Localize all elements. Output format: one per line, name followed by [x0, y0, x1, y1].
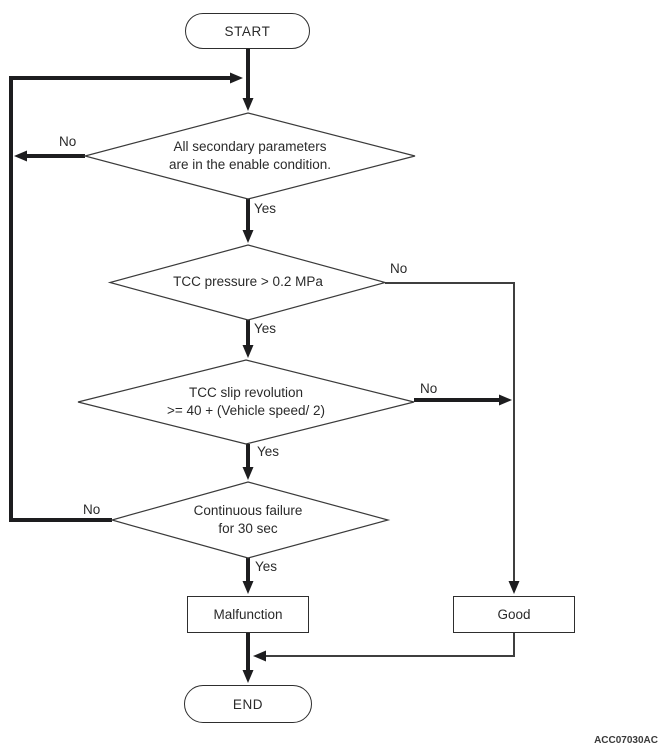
end-label: END: [232, 696, 264, 712]
arrowheads: [14, 72, 520, 683]
start-node: START: [185, 13, 310, 49]
arrow-good-merge: [253, 650, 266, 662]
decision-1-text: All secondary parameters are in the enab…: [169, 138, 331, 174]
edge-good-to-merge: [264, 633, 515, 657]
arrow-d3-no: [499, 394, 512, 406]
decision-2-line1: TCC pressure > 0.2 MPa: [173, 274, 323, 290]
figure-code: ACC07030AC: [594, 735, 658, 746]
decision-2-diamond: [107, 244, 388, 321]
decision-1-diamond: [82, 112, 416, 200]
arrow-into-d3: [242, 345, 254, 358]
arrow-into-malfunction: [242, 581, 254, 594]
branch-label-d2-no: No: [390, 261, 408, 276]
arrow-into-d2: [242, 230, 254, 243]
arrow-into-d4: [242, 467, 254, 480]
branch-label-d1-no: No: [59, 134, 77, 149]
decision-4-text: Continuous failure for 30 sec: [194, 502, 303, 538]
branch-label-d1-yes: Yes: [254, 201, 277, 216]
arrow-loop-merge: [230, 72, 243, 84]
decision-1-line1: All secondary parameters: [173, 139, 327, 155]
branch-label-d4-yes: Yes: [255, 559, 278, 574]
arrow-into-d1: [242, 98, 254, 111]
thin-connectors: [264, 282, 515, 657]
branch-label-d3-no: No: [420, 381, 438, 396]
decision-3-line1: TCC slip revolution: [188, 385, 304, 401]
end-node: END: [184, 685, 312, 723]
decision-3-text: TCC slip revolution >= 40 + (Vehicle spe…: [167, 384, 325, 420]
decision-2-text: TCC pressure > 0.2 MPa: [173, 273, 323, 291]
decision-4-line1: Continuous failure: [193, 503, 303, 519]
start-label: START: [224, 23, 271, 39]
arrow-into-end: [242, 670, 254, 683]
decision-4-line2: for 30 sec: [218, 521, 278, 536]
malfunction-label: Malfunction: [213, 607, 283, 622]
arrow-into-good: [508, 581, 520, 594]
branch-label-d3-yes: Yes: [257, 444, 280, 459]
decision-1-line2: are in the enable condition.: [168, 157, 332, 172]
arrow-d1-no: [14, 150, 27, 162]
decision-3-diamond: [77, 359, 415, 445]
edge-loop-back-rail: [9, 76, 232, 522]
good-node: Good: [453, 596, 575, 633]
thick-connectors: [9, 48, 501, 672]
malfunction-node: Malfunction: [187, 596, 309, 633]
decision-4-diamond: [109, 481, 391, 559]
edge-d2-no-to-good: [385, 282, 515, 583]
decision-3-line2: >= 40 + (Vehicle speed/ 2): [167, 403, 325, 418]
branch-label-d2-yes: Yes: [254, 321, 277, 336]
decision-shapes: [77, 112, 416, 559]
branch-label-d4-no: No: [83, 502, 101, 517]
good-label: Good: [497, 607, 531, 622]
